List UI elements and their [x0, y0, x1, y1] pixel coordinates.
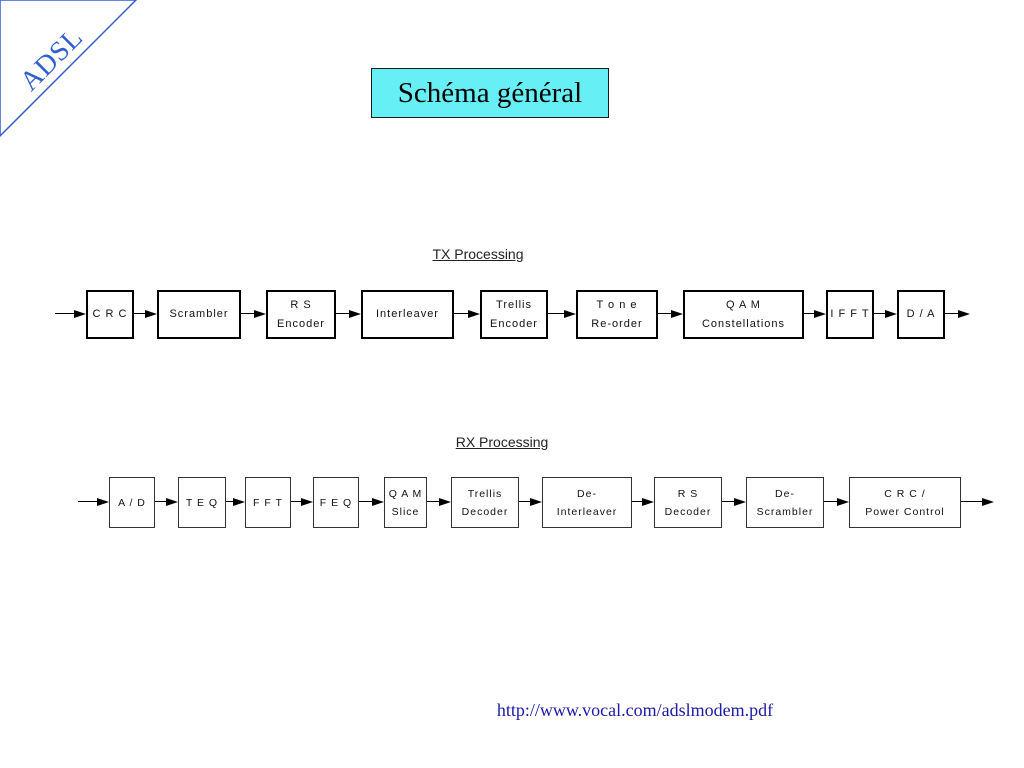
tx-block-3-label-0: Interleaver [376, 308, 439, 320]
rx-arrow-5-head [439, 498, 451, 506]
tx-block-5: T o n e Re-order [576, 290, 658, 339]
tx-block-4-label-1: Encoder [490, 317, 538, 330]
rx-block-4-label-1: Slice [391, 505, 420, 518]
rx-arrow-9-line [824, 501, 839, 503]
tx-block-5-label-0: T o n e [596, 298, 638, 311]
rx-block-4-label-0: Q A M [388, 487, 423, 500]
tx-arrow-7-head [814, 310, 826, 318]
rx-block-8-label-0: De- [775, 487, 795, 500]
tx-arrow-6-line [658, 313, 673, 315]
rx-arrow-5-line [427, 501, 441, 503]
rx-arrow-8-line [722, 501, 736, 503]
tx-block-1-label-0: Scrambler [169, 308, 229, 320]
tx-arrow-0-head [74, 310, 86, 318]
rx-arrow-6-line [519, 501, 532, 503]
rx-arrow-1-head [166, 498, 178, 506]
tx-arrow-3-head [349, 310, 361, 318]
rx-arrow-out-head [982, 498, 994, 506]
rx-block-5-label-1: Decoder [461, 505, 509, 518]
rx-block-7: R S Decoder [654, 477, 722, 528]
rx-block-2: F F T [245, 477, 291, 528]
tx-arrow-5-head [564, 310, 576, 318]
tx-block-0-label-0: C R C [92, 308, 128, 320]
tx-arrow-0-line [55, 313, 76, 315]
tx-block-7: I F F T [826, 290, 874, 339]
tx-arrow-5-line [548, 313, 566, 315]
tx-arrow-4-line [454, 313, 470, 315]
rx-block-2-label-0: F F T [253, 496, 283, 509]
rx-block-0-label-0: A / D [118, 496, 146, 509]
tx-arrow-2-line [241, 313, 256, 315]
rx-arrow-2-line [226, 501, 235, 503]
rx-arrow-1-line [155, 501, 168, 503]
rx-block-3-label-0: F E Q [319, 496, 353, 509]
tx-arrow-1-line [134, 313, 147, 315]
rx-arrow-4-line [359, 501, 374, 503]
rx-arrow-2-head [233, 498, 245, 506]
rx-arrow-3-line [291, 501, 303, 503]
rx-arrow-7-line [632, 501, 644, 503]
tx-processing-title: TX Processing [432, 246, 524, 262]
rx-arrow-out-line [961, 501, 984, 503]
tx-arrow-8-line [874, 313, 887, 315]
tx-block-0: C R C [86, 290, 134, 339]
rx-block-8-label-1: Scrambler [756, 505, 814, 518]
tx-block-6-label-1: Constellations [701, 317, 786, 330]
rx-arrow-0-line [78, 501, 99, 503]
tx-arrow-1-head [145, 310, 157, 318]
tx-arrow-6-head [671, 310, 683, 318]
tx-block-8-label-0: D / A [906, 308, 936, 320]
rx-arrow-9-head [837, 498, 849, 506]
tx-block-1: Scrambler [157, 290, 241, 339]
rx-block-3: F E Q [313, 477, 359, 528]
rx-block-1-label-0: T E Q [185, 496, 219, 509]
tx-block-8: D / A [897, 290, 945, 339]
rx-block-9-label-1: Power Control [865, 505, 945, 518]
tx-arrow-3-line [336, 313, 351, 315]
tx-block-5-label-1: Re-order [591, 317, 643, 330]
tx-arrow-2-head [254, 310, 266, 318]
rx-arrow-4-head [372, 498, 384, 506]
source-link[interactable]: http://www.vocal.com/adslmodem.pdf [496, 700, 774, 720]
rx-arrow-8-head [734, 498, 746, 506]
rx-block-5-label-0: Trellis [467, 487, 503, 500]
rx-block-4: Q A M Slice [384, 477, 427, 528]
page-title: Schéma général [371, 68, 609, 118]
rx-block-7-label-1: Decoder [664, 505, 712, 518]
tx-block-2-label-1: Encoder [277, 317, 325, 330]
tx-arrow-out-line [945, 313, 960, 315]
rx-block-7-label-0: R S [677, 487, 699, 500]
rx-arrow-0-head [97, 498, 109, 506]
rx-block-1: T E Q [178, 477, 226, 528]
rx-processing-title: RX Processing [455, 434, 549, 450]
tx-block-6-label-0: Q A M [726, 298, 761, 311]
rx-block-9-label-0: C R C / [884, 487, 926, 500]
rx-block-6: De- Interleaver [542, 477, 632, 528]
rx-block-8: De- Scrambler [746, 477, 824, 528]
tx-block-2-label-0: R S [290, 298, 312, 311]
rx-arrow-7-head [642, 498, 654, 506]
tx-block-7-label-0: I F F T [830, 308, 870, 320]
rx-block-0: A / D [109, 477, 155, 528]
tx-arrow-out-head [958, 310, 970, 318]
rx-arrow-3-head [301, 498, 313, 506]
tx-arrow-4-head [468, 310, 480, 318]
rx-arrow-6-head [530, 498, 542, 506]
tx-block-2: R S Encoder [266, 290, 336, 339]
rx-block-9: C R C / Power Control [849, 477, 961, 528]
tx-block-4-label-0: Trellis [496, 298, 532, 311]
tx-arrow-7-line [804, 313, 816, 315]
tx-arrow-8-head [885, 310, 897, 318]
tx-block-3: Interleaver [361, 290, 454, 339]
rx-block-6-label-0: De- [577, 487, 597, 500]
rx-block-6-label-1: Interleaver [556, 505, 618, 518]
corner-banner [0, 0, 138, 138]
tx-block-6: Q A M Constellations [683, 290, 804, 339]
